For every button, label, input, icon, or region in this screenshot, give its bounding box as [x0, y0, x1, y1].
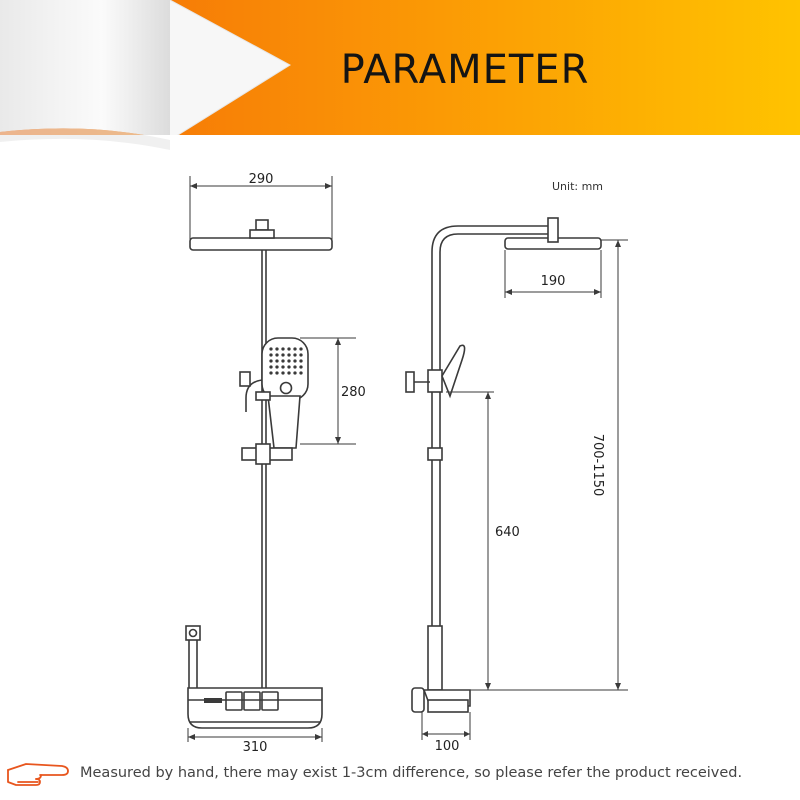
- dim-arm-reach: 190: [541, 274, 566, 289]
- side-view: [405, 217, 602, 713]
- dim-head-width: 290: [249, 172, 274, 187]
- dim-base-depth: 100: [435, 739, 460, 754]
- front-shower-head: [189, 237, 333, 251]
- banner: [0, 0, 800, 160]
- unit-label: Unit: mm: [552, 180, 603, 193]
- technical-drawing: 290 280 310 190 640 700-1150 100 Unit: m…: [185, 172, 628, 755]
- pointing-hand-icon: [7, 763, 69, 786]
- front-view: [185, 219, 333, 729]
- side-slider: [427, 447, 443, 461]
- dimension-lines: [187, 176, 628, 742]
- measurement-note: Measured by hand, there may exist 1-3cm …: [80, 765, 743, 781]
- dim-overall-adjustable: 700-1150: [590, 434, 605, 497]
- banner-paper: [0, 0, 170, 140]
- dim-handset-to-base: 640: [495, 525, 520, 540]
- banner-title: PARAMETER: [340, 47, 590, 93]
- side-handset: [441, 344, 466, 399]
- front-handset-nozzles: [269, 347, 303, 375]
- banner-fold: [170, 0, 290, 140]
- dim-handset-height: 280: [341, 385, 366, 400]
- dim-base-width: 310: [243, 740, 268, 755]
